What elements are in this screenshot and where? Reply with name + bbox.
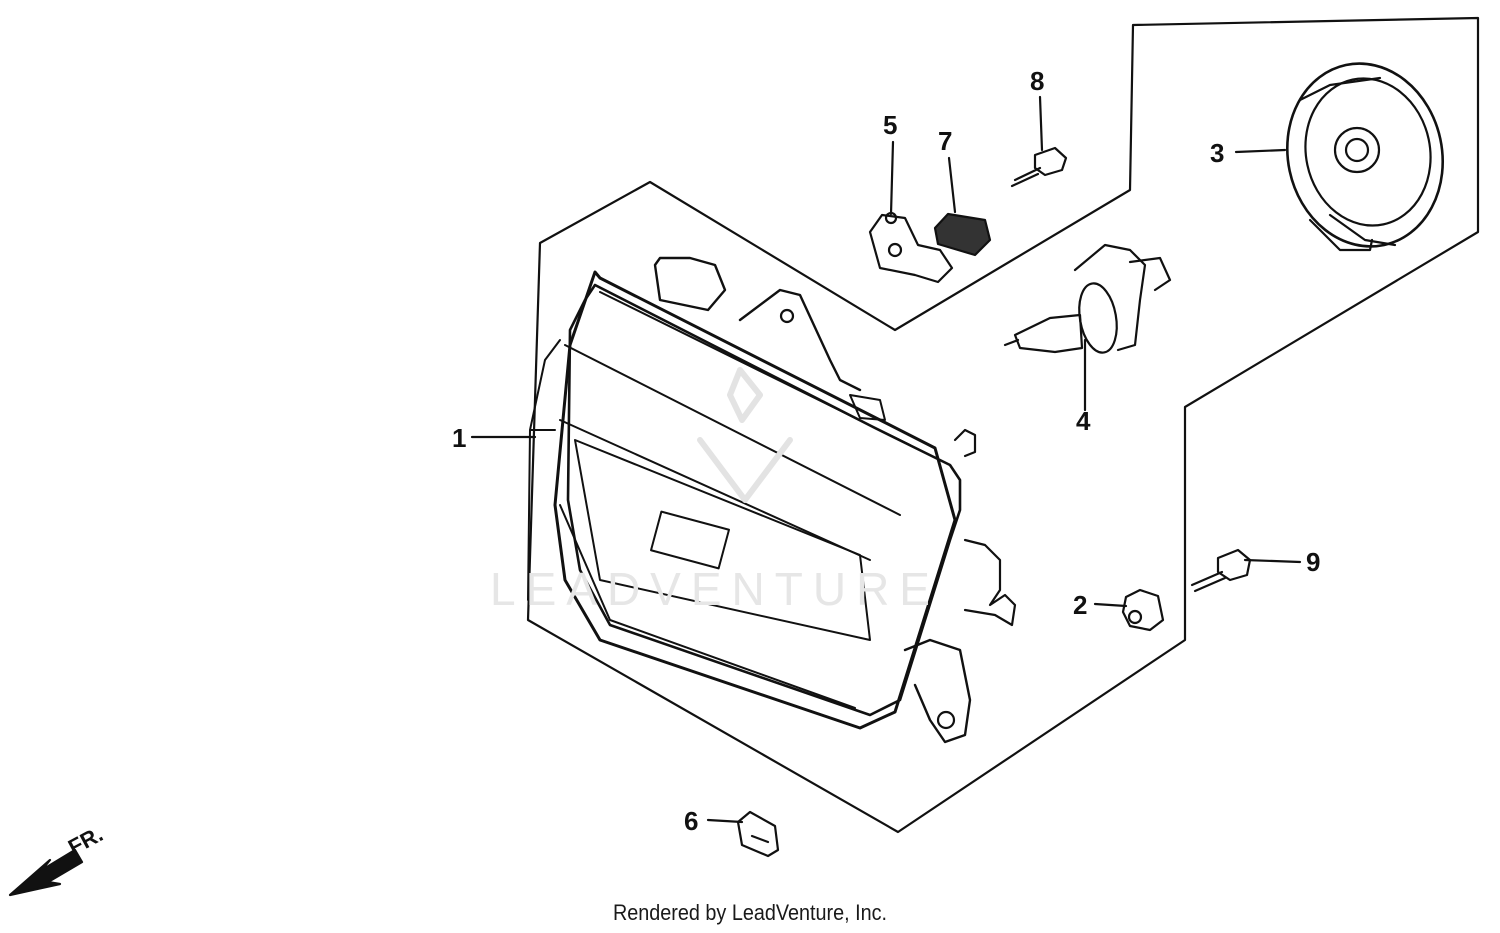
headlight-unit [527, 256, 1017, 744]
clip-part-6 [736, 810, 780, 858]
watermark-logo [697, 367, 793, 503]
bulb-part-4 [1003, 243, 1172, 354]
bolt-part-8 [1010, 146, 1068, 188]
leader-line-3 [1234, 148, 1287, 154]
callout-label-5: 5 [883, 110, 898, 140]
leader-line-8 [1038, 95, 1044, 152]
nut-part-2 [1121, 588, 1165, 632]
grommet-part-7 [933, 212, 992, 257]
callout-label-9: 9 [1306, 547, 1321, 577]
assembly-boundary [526, 16, 1480, 834]
footer-caption: Rendered by LeadVenture, Inc. [612, 900, 888, 925]
callout-label-2: 2 [1073, 590, 1088, 620]
callout-label-8: 8 [1030, 66, 1045, 96]
watermark-text: LEADVENTURE [490, 563, 940, 615]
front-direction-arrow [8, 848, 84, 897]
leader-line-6 [706, 818, 744, 824]
socket-cover-part-3 [1285, 62, 1445, 252]
leader-line-7 [947, 156, 957, 214]
callout-label-1: 1 [452, 423, 467, 453]
bolt-part-9 [1190, 548, 1252, 593]
callout-label-6: 6 [684, 806, 699, 836]
callout-label-3: 3 [1210, 138, 1225, 168]
leader-line-9 [1243, 558, 1302, 564]
callout-label-7: 7 [938, 126, 953, 156]
callout-label-4: 4 [1076, 406, 1091, 436]
leader-line-5 [889, 140, 895, 216]
leader-line-2 [1093, 602, 1128, 608]
bracket-part-5 [868, 211, 954, 284]
